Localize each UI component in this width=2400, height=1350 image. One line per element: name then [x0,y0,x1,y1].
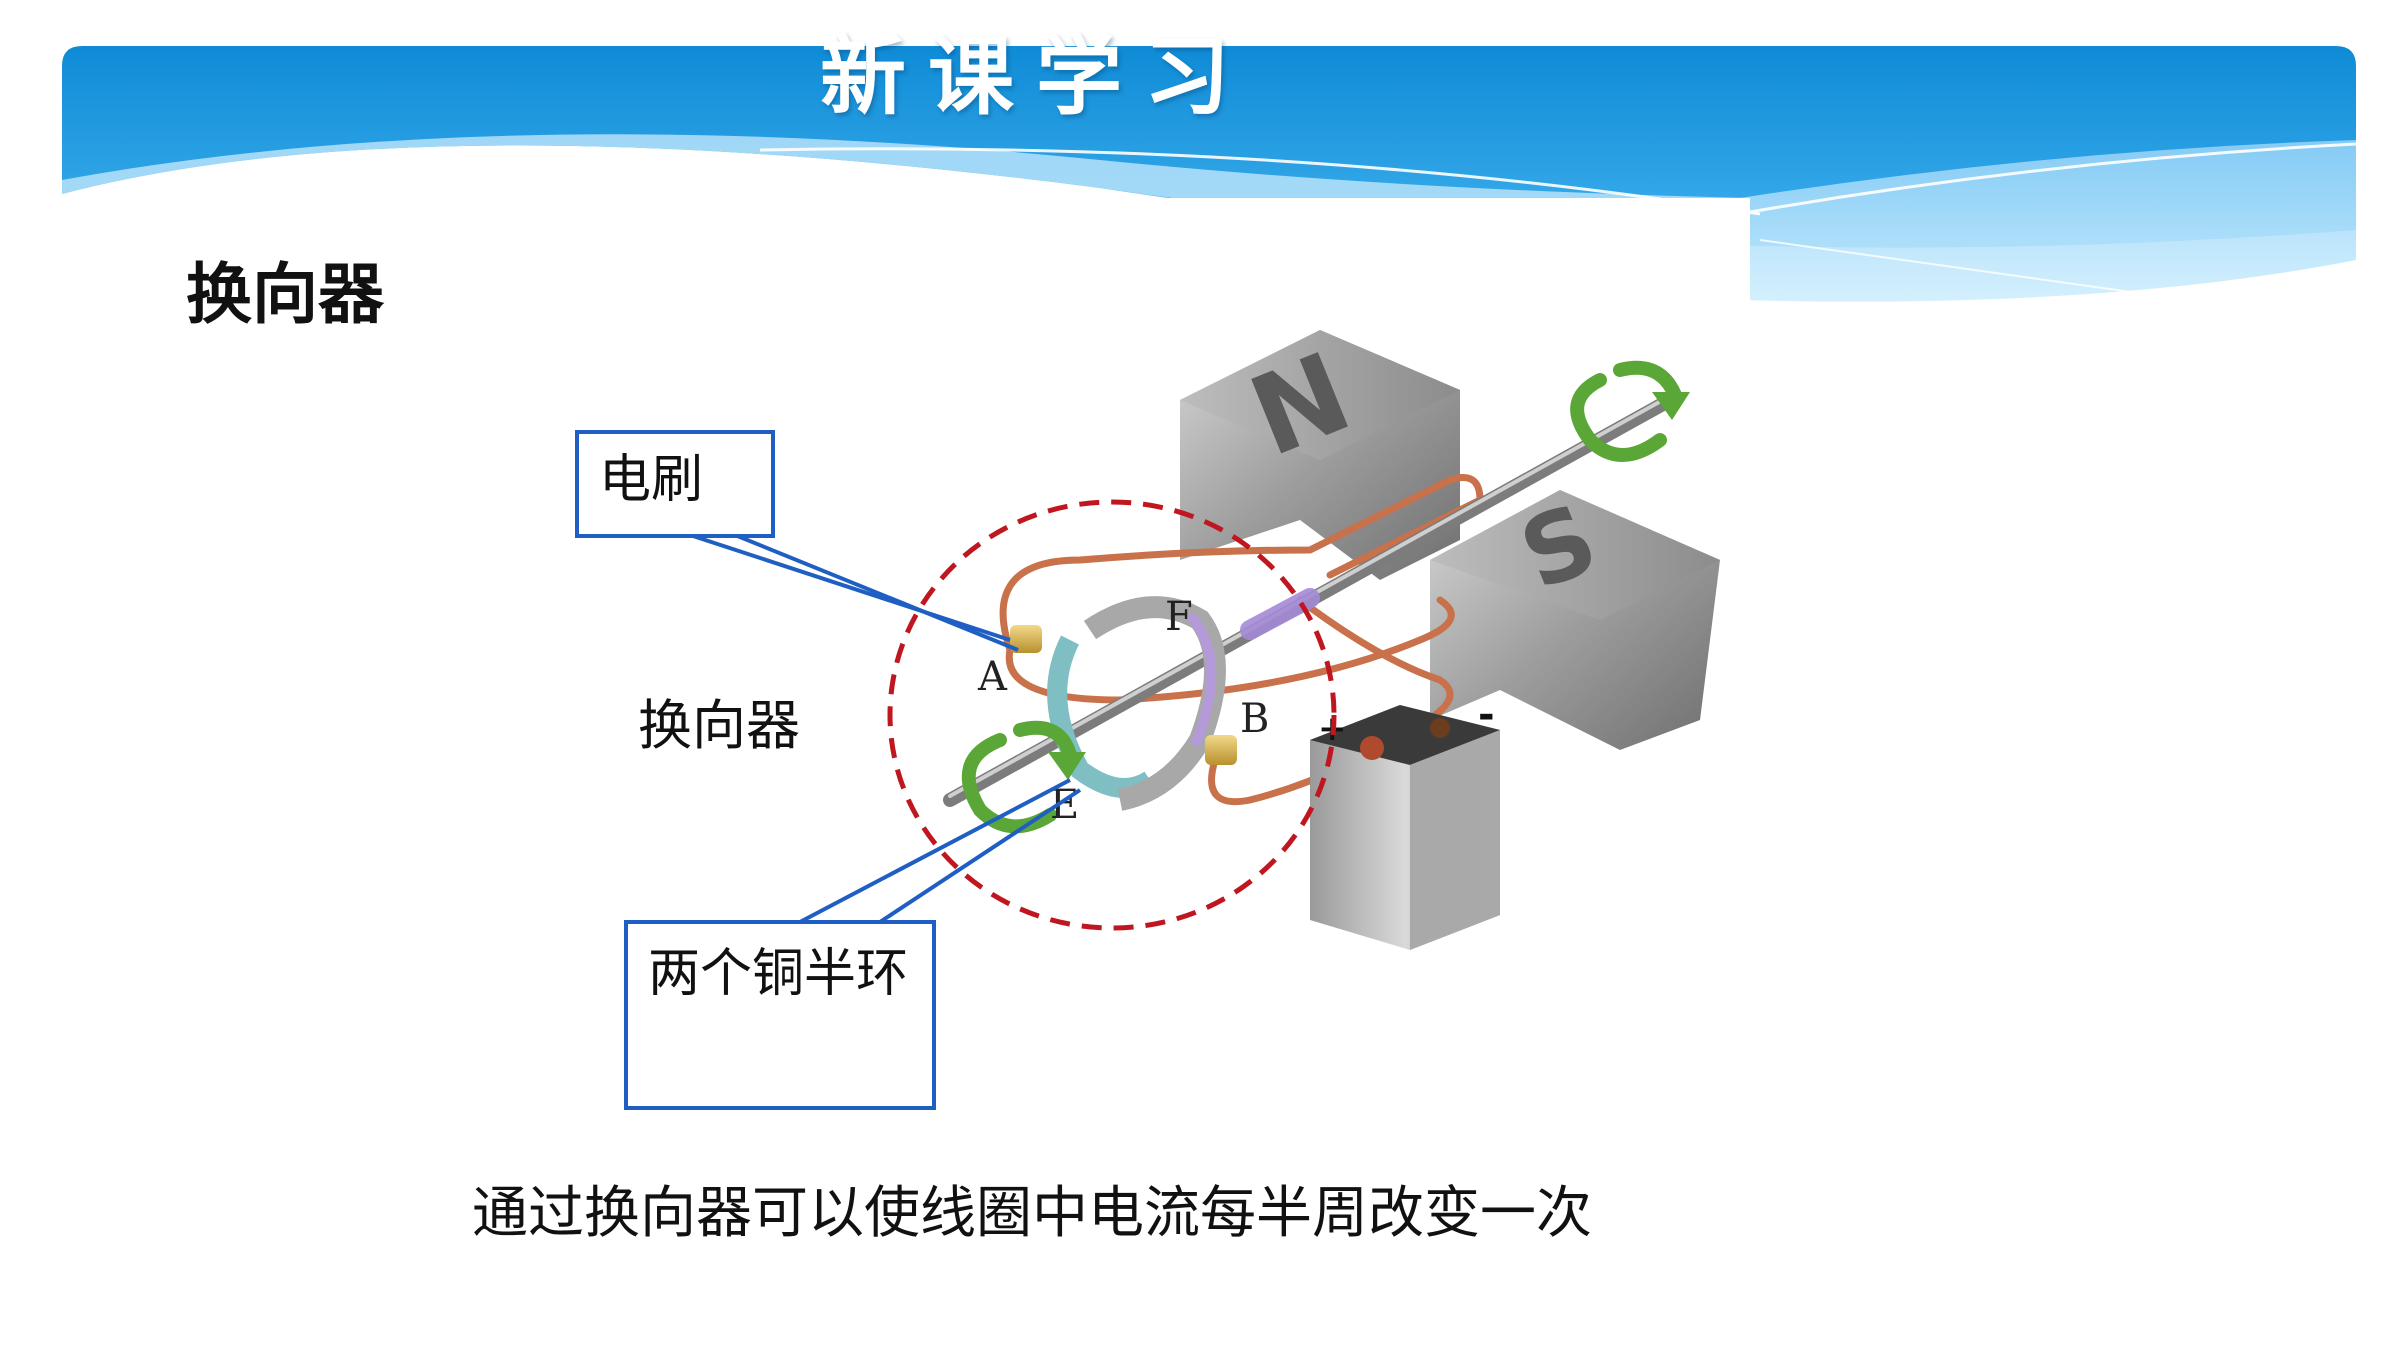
brush-callout-pointer [689,533,1019,652]
rings-callout-pointer [799,778,1082,924]
header-banner [62,46,2357,320]
magnet-north: N [1180,328,1460,580]
rotation-arrow-right-icon [1570,360,1690,462]
point-b-label: B [1240,696,1269,742]
magnet-south: S [1430,482,1720,750]
brush-callout-text: 电刷 [599,450,704,510]
brush-a [1010,625,1042,653]
battery: + - [1310,692,1500,950]
point-a-label: A [977,654,1008,700]
brush-callout: 电刷 [575,430,775,538]
slide-heading: 换向器 [186,256,384,333]
point-f-label: F [1165,594,1193,640]
banner-title: 新课学习 [820,26,1252,127]
battery-minus: - [1478,692,1495,738]
half-rings-callout-text: 两个铜半环 [648,944,909,1004]
brush-b [1205,735,1237,765]
slide-caption: 通过换向器可以使线圈中电流每半周改变一次 [472,1181,1592,1246]
half-rings-callout: 两个铜半环 [624,920,936,1110]
commutator-highlight-circle [887,499,1337,931]
commutator-label: 换向器 [638,694,800,757]
